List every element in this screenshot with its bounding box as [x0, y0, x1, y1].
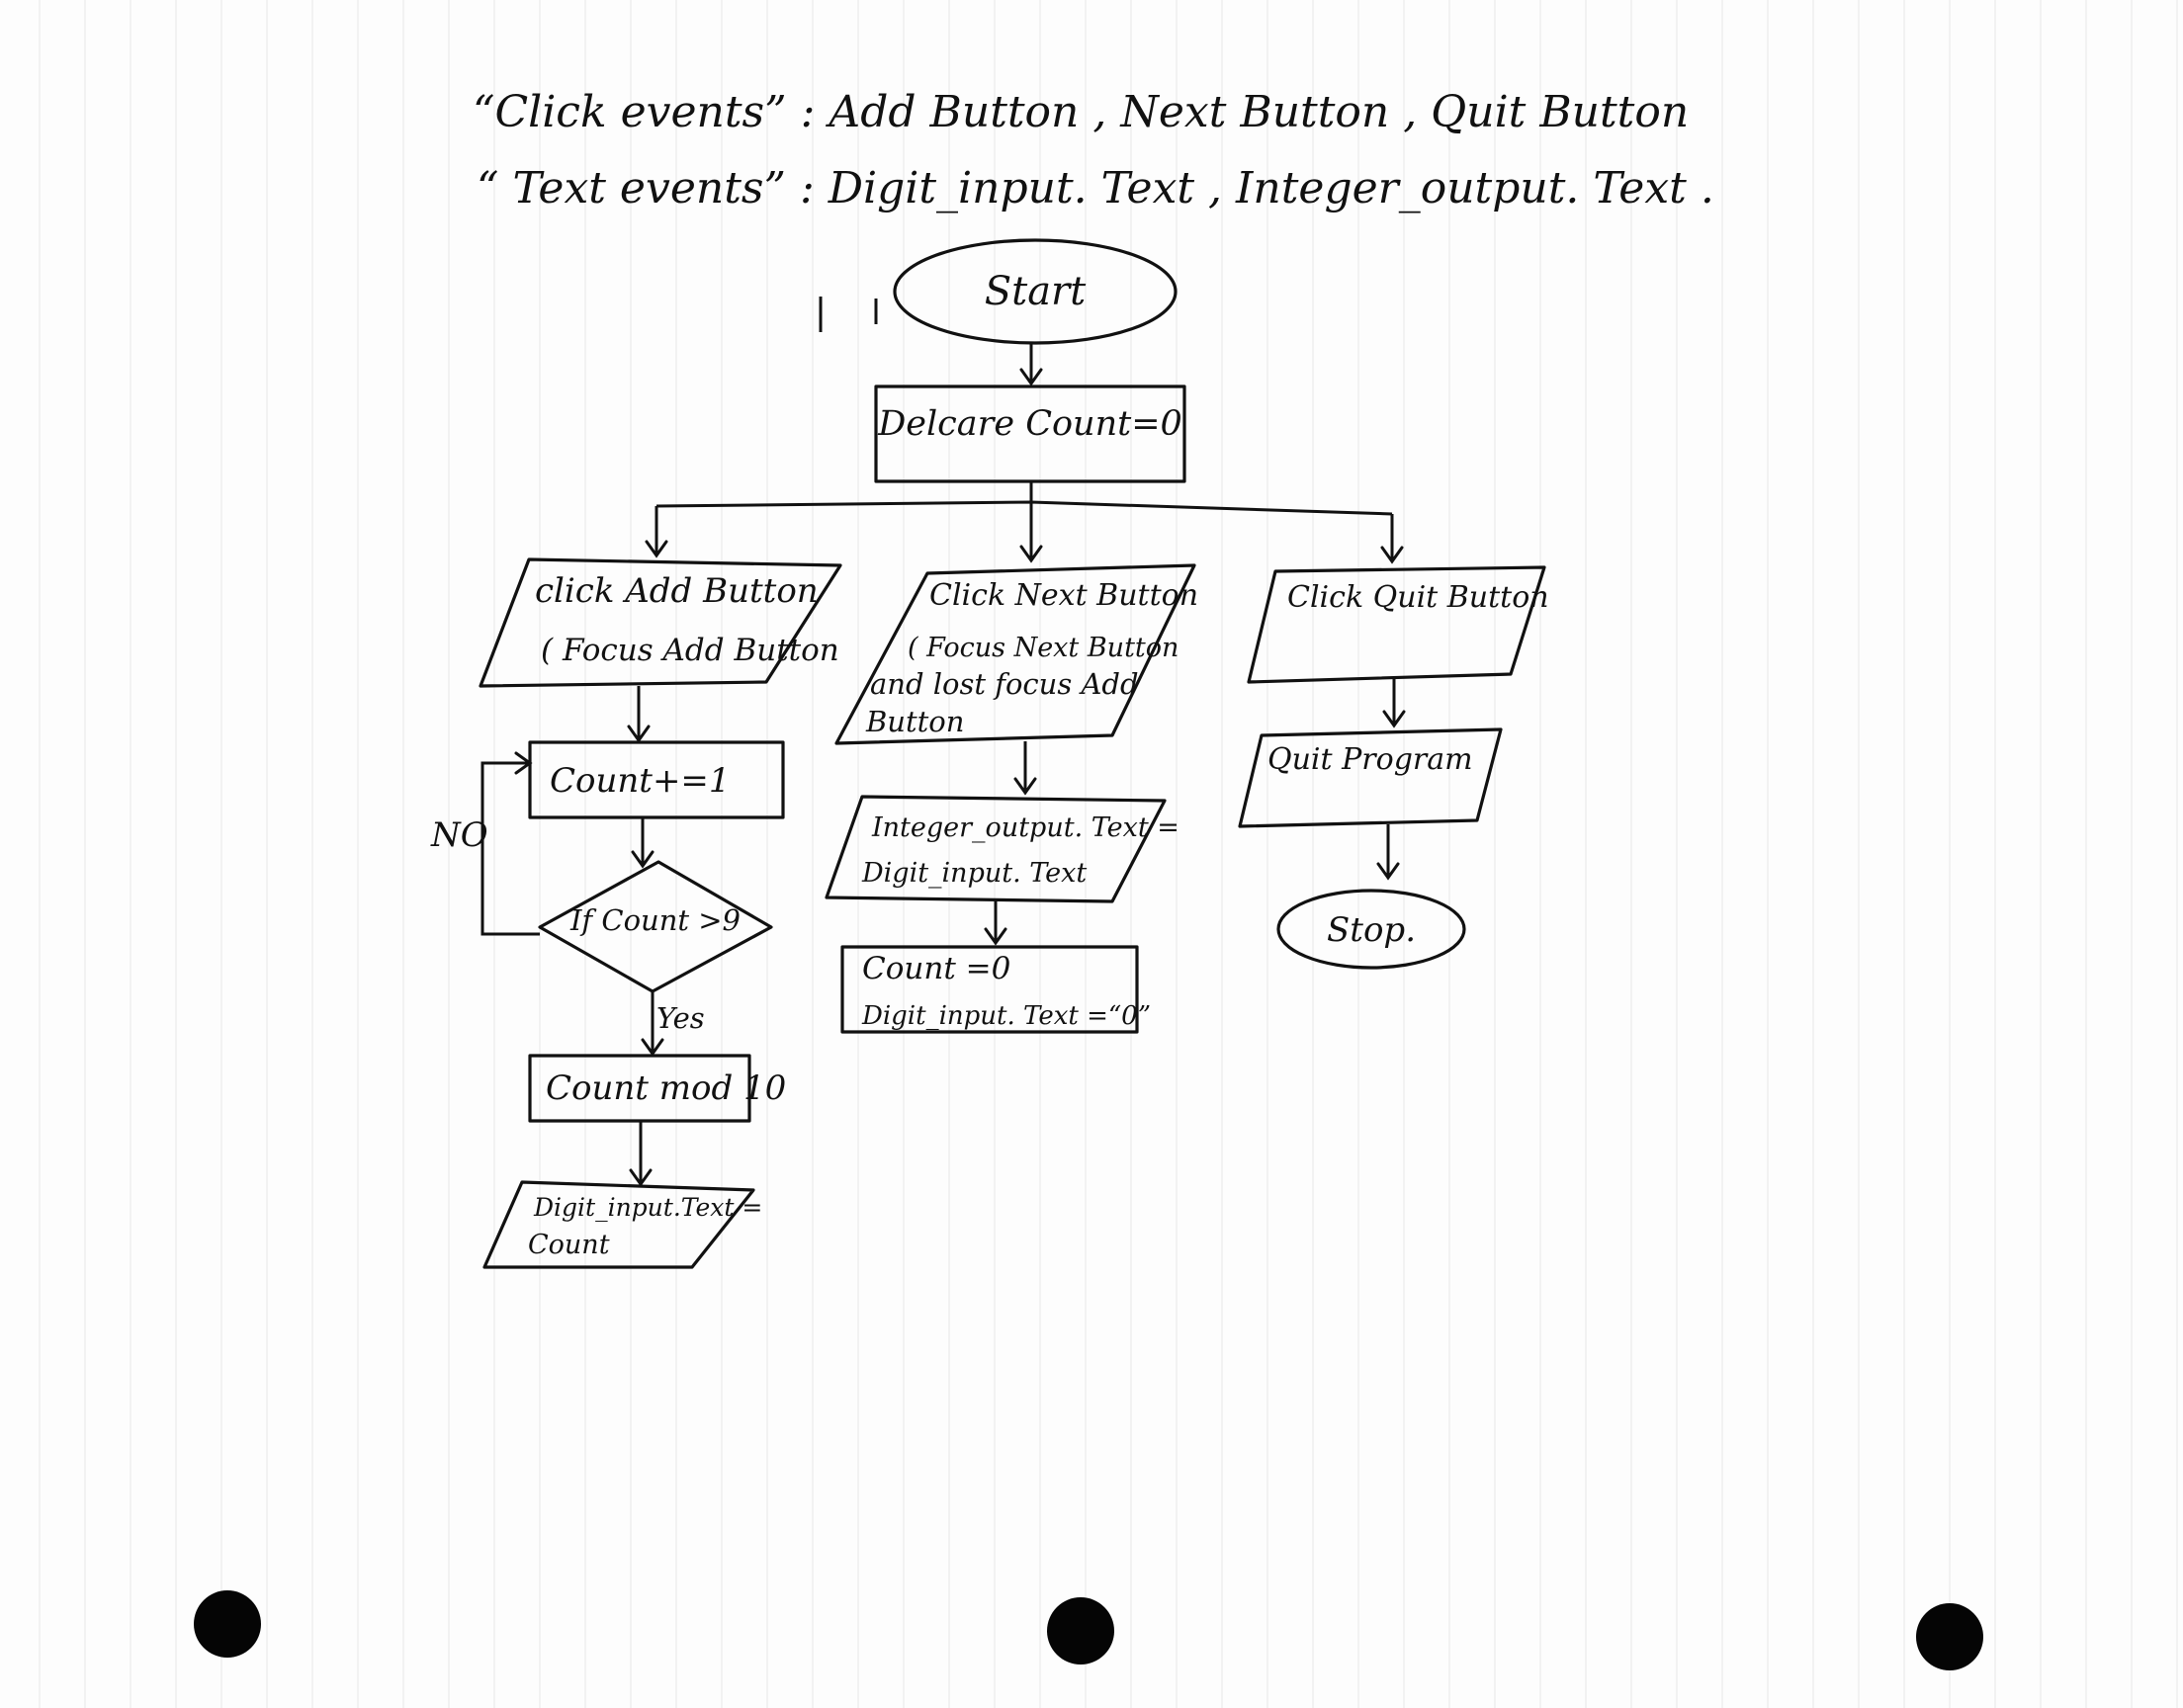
- next-button-word-label: Button: [865, 705, 964, 738]
- binder-hole: [1047, 1597, 1114, 1665]
- stop-label: Stop.: [1327, 910, 1416, 950]
- arrowhead: [645, 540, 668, 558]
- arrowhead: [1013, 777, 1037, 796]
- start-label: Start: [985, 269, 1087, 314]
- quit-program-shape: [1238, 727, 1503, 828]
- next-click-label: Click Next Button: [929, 578, 1198, 613]
- arrowhead: [1382, 710, 1406, 728]
- arrowhead: [1376, 862, 1400, 881]
- binder-hole: [194, 1590, 261, 1658]
- reset-box: [840, 945, 1139, 1034]
- digit-set-count-label: Count: [528, 1230, 610, 1260]
- declare-label: Delcare Count=0: [877, 404, 1182, 444]
- count-inc-label: Count+=1: [550, 761, 731, 801]
- yes-edge-label: Yes: [656, 1001, 705, 1035]
- quit-click-label: Click Quit Button: [1287, 580, 1549, 615]
- arrowhead: [984, 927, 1007, 946]
- text-events-note: “ Text events” : Digit_input. Text , Int…: [477, 163, 1714, 214]
- add-focus-label: ( Focus Add Button: [541, 633, 839, 668]
- branch-connector: [655, 500, 1393, 516]
- arrowhead: [641, 1038, 664, 1057]
- int-out-label: Integer_output. Text =: [871, 812, 1179, 843]
- quit-button-input-shape: [1247, 565, 1546, 684]
- no-edge-label: NO: [430, 815, 488, 855]
- next-button-input-shape: [834, 563, 1196, 745]
- paper-gridlines: [39, 0, 2178, 1708]
- quit-program-label: Quit Program: [1267, 742, 1473, 777]
- count-mod-label: Count mod 10: [546, 1068, 786, 1108]
- integer-output-shape: [825, 795, 1167, 903]
- if-count-label: If Count >9: [569, 903, 741, 937]
- click-events-note: “Click events” : Add Button , Next Butto…: [473, 87, 1689, 137]
- binder-hole: [1916, 1603, 1983, 1670]
- next-lost-focus-label: and lost focus Add: [870, 667, 1139, 701]
- add-button-input-shape: [479, 557, 842, 688]
- reset-digit-label: Digit_input. Text =“0”: [861, 1001, 1151, 1031]
- start-terminal: [893, 238, 1178, 345]
- next-focus-label: ( Focus Next Button: [908, 633, 1179, 663]
- no-loop-connector: [480, 761, 540, 936]
- digit-set-label: Digit_input.Text =: [533, 1193, 762, 1222]
- digit-output-shape: [482, 1180, 755, 1269]
- int-out-digit-label: Digit_input. Text: [861, 858, 1087, 889]
- count-increment-box: [528, 740, 785, 819]
- add-click-label: click Add Button: [535, 571, 819, 611]
- arrowhead: [1019, 368, 1043, 386]
- arrowhead: [629, 1168, 653, 1187]
- reset-count-label: Count =0: [862, 951, 1010, 986]
- arrowhead: [514, 751, 533, 775]
- arrowhead: [1019, 545, 1043, 563]
- arrowhead: [1380, 546, 1404, 564]
- arrowhead: [631, 850, 655, 869]
- stop-terminal: [1276, 889, 1466, 970]
- arrowhead: [627, 725, 651, 743]
